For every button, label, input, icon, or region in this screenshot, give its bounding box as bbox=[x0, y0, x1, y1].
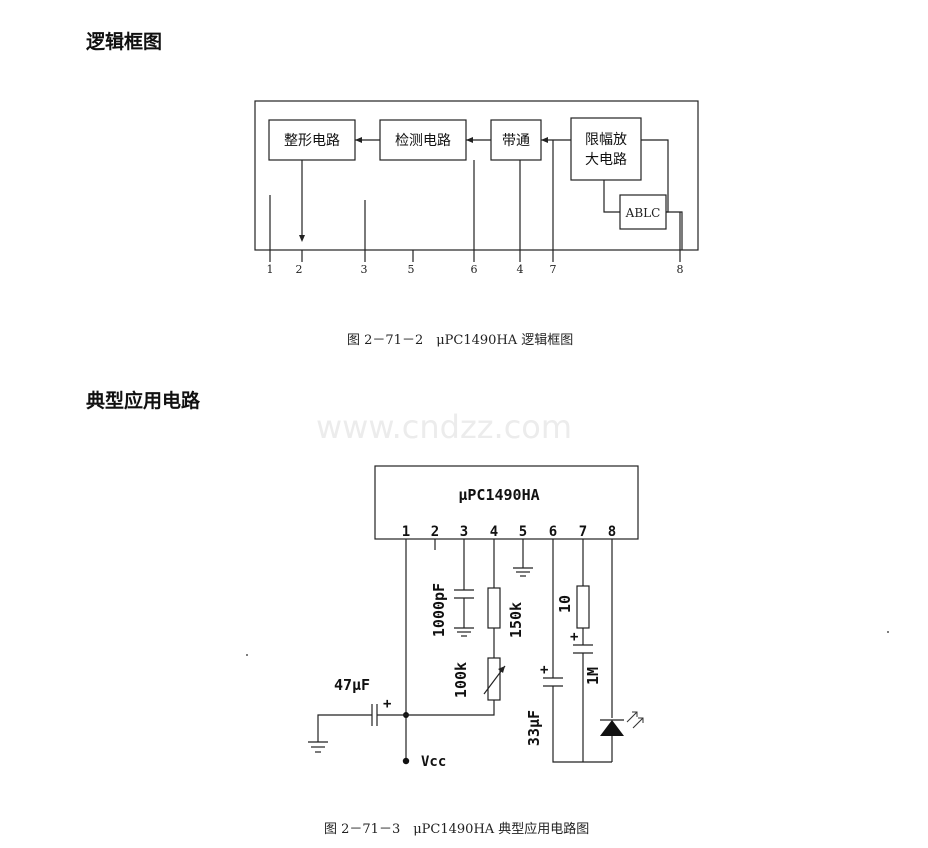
ic-pin-label: 4 bbox=[490, 524, 498, 540]
resistor-150k-label: 150k bbox=[507, 602, 525, 638]
bd-pin-label: 7 bbox=[550, 263, 557, 276]
block-bandpass-label: 带通 bbox=[502, 133, 530, 149]
bd-pin-label: 8 bbox=[677, 263, 684, 276]
ic-pin-label: 5 bbox=[519, 524, 527, 540]
ic-pin-label: 8 bbox=[608, 524, 616, 540]
cap-33uf-label: 33μF bbox=[525, 710, 543, 746]
block-bandpass bbox=[490, 119, 542, 161]
resistor-10 bbox=[576, 585, 590, 629]
block-limiter-label-1: 限幅放 bbox=[585, 132, 627, 148]
block-limiter-label-2: 大电路 bbox=[585, 152, 627, 168]
block-detect bbox=[379, 119, 467, 161]
ic-body bbox=[374, 465, 639, 540]
block-detect-label: 检测电路 bbox=[395, 133, 451, 149]
vcc-terminal bbox=[402, 757, 410, 765]
bd-pin-label: 2 bbox=[296, 263, 303, 276]
bd-pin-label: 4 bbox=[517, 263, 524, 276]
var-resistor-100k bbox=[487, 657, 501, 701]
cap-33uf-plus: + bbox=[540, 662, 548, 678]
cap-1m-label: 1M bbox=[584, 667, 602, 685]
bd-pin-label: 6 bbox=[471, 263, 478, 276]
resistor-150k bbox=[487, 587, 501, 629]
bd-pin-label: 5 bbox=[408, 263, 415, 276]
block-ablc-label: ABLC bbox=[625, 206, 661, 220]
section-title-logic: 逻辑框图 bbox=[86, 31, 163, 53]
circuit-caption: 图 2－71－3 μPC1490HA 典型应用电路图 bbox=[324, 822, 590, 837]
cap-47uf-plus: + bbox=[383, 696, 391, 712]
ic-pin-label: 6 bbox=[549, 524, 557, 540]
bd-pin-label: 1 bbox=[267, 263, 274, 276]
section-title-application: 典型应用电路 bbox=[86, 390, 201, 412]
application-circuit: μPC1490HA 1 2 3 4 5 6 7 8 Vcc 47μF + 1 bbox=[308, 465, 644, 770]
resistor-10-label: 10 bbox=[556, 595, 574, 613]
bd-pin-label: 3 bbox=[361, 263, 368, 276]
cap-1000pf-label: 1000pF bbox=[430, 583, 448, 637]
ic-pin-label: 1 bbox=[402, 524, 410, 540]
ic-pin-label: 2 bbox=[431, 524, 439, 540]
ic-pin-label: 7 bbox=[579, 524, 587, 540]
vcc-label: Vcc bbox=[421, 754, 446, 770]
block-limiter bbox=[570, 117, 642, 181]
led-icon bbox=[600, 720, 624, 736]
cap-1m-plus: + bbox=[570, 629, 578, 645]
block-ablc bbox=[619, 194, 667, 230]
cap-47uf-label: 47μF bbox=[334, 676, 370, 694]
var-resistor-100k-label: 100k bbox=[452, 662, 470, 698]
block-diagram: 整形电路 检测电路 带通 限幅放 大电路 ABLC 1 2 bbox=[254, 100, 699, 276]
block-diagram-caption: 图 2－71－2 μPC1490HA 逻辑框图 bbox=[347, 333, 574, 348]
ic-pin-label: 3 bbox=[460, 524, 468, 540]
block-shaping-label: 整形电路 bbox=[284, 133, 340, 149]
ic-label: μPC1490HA bbox=[458, 486, 539, 504]
watermark: www.cndzz.com bbox=[316, 408, 572, 446]
